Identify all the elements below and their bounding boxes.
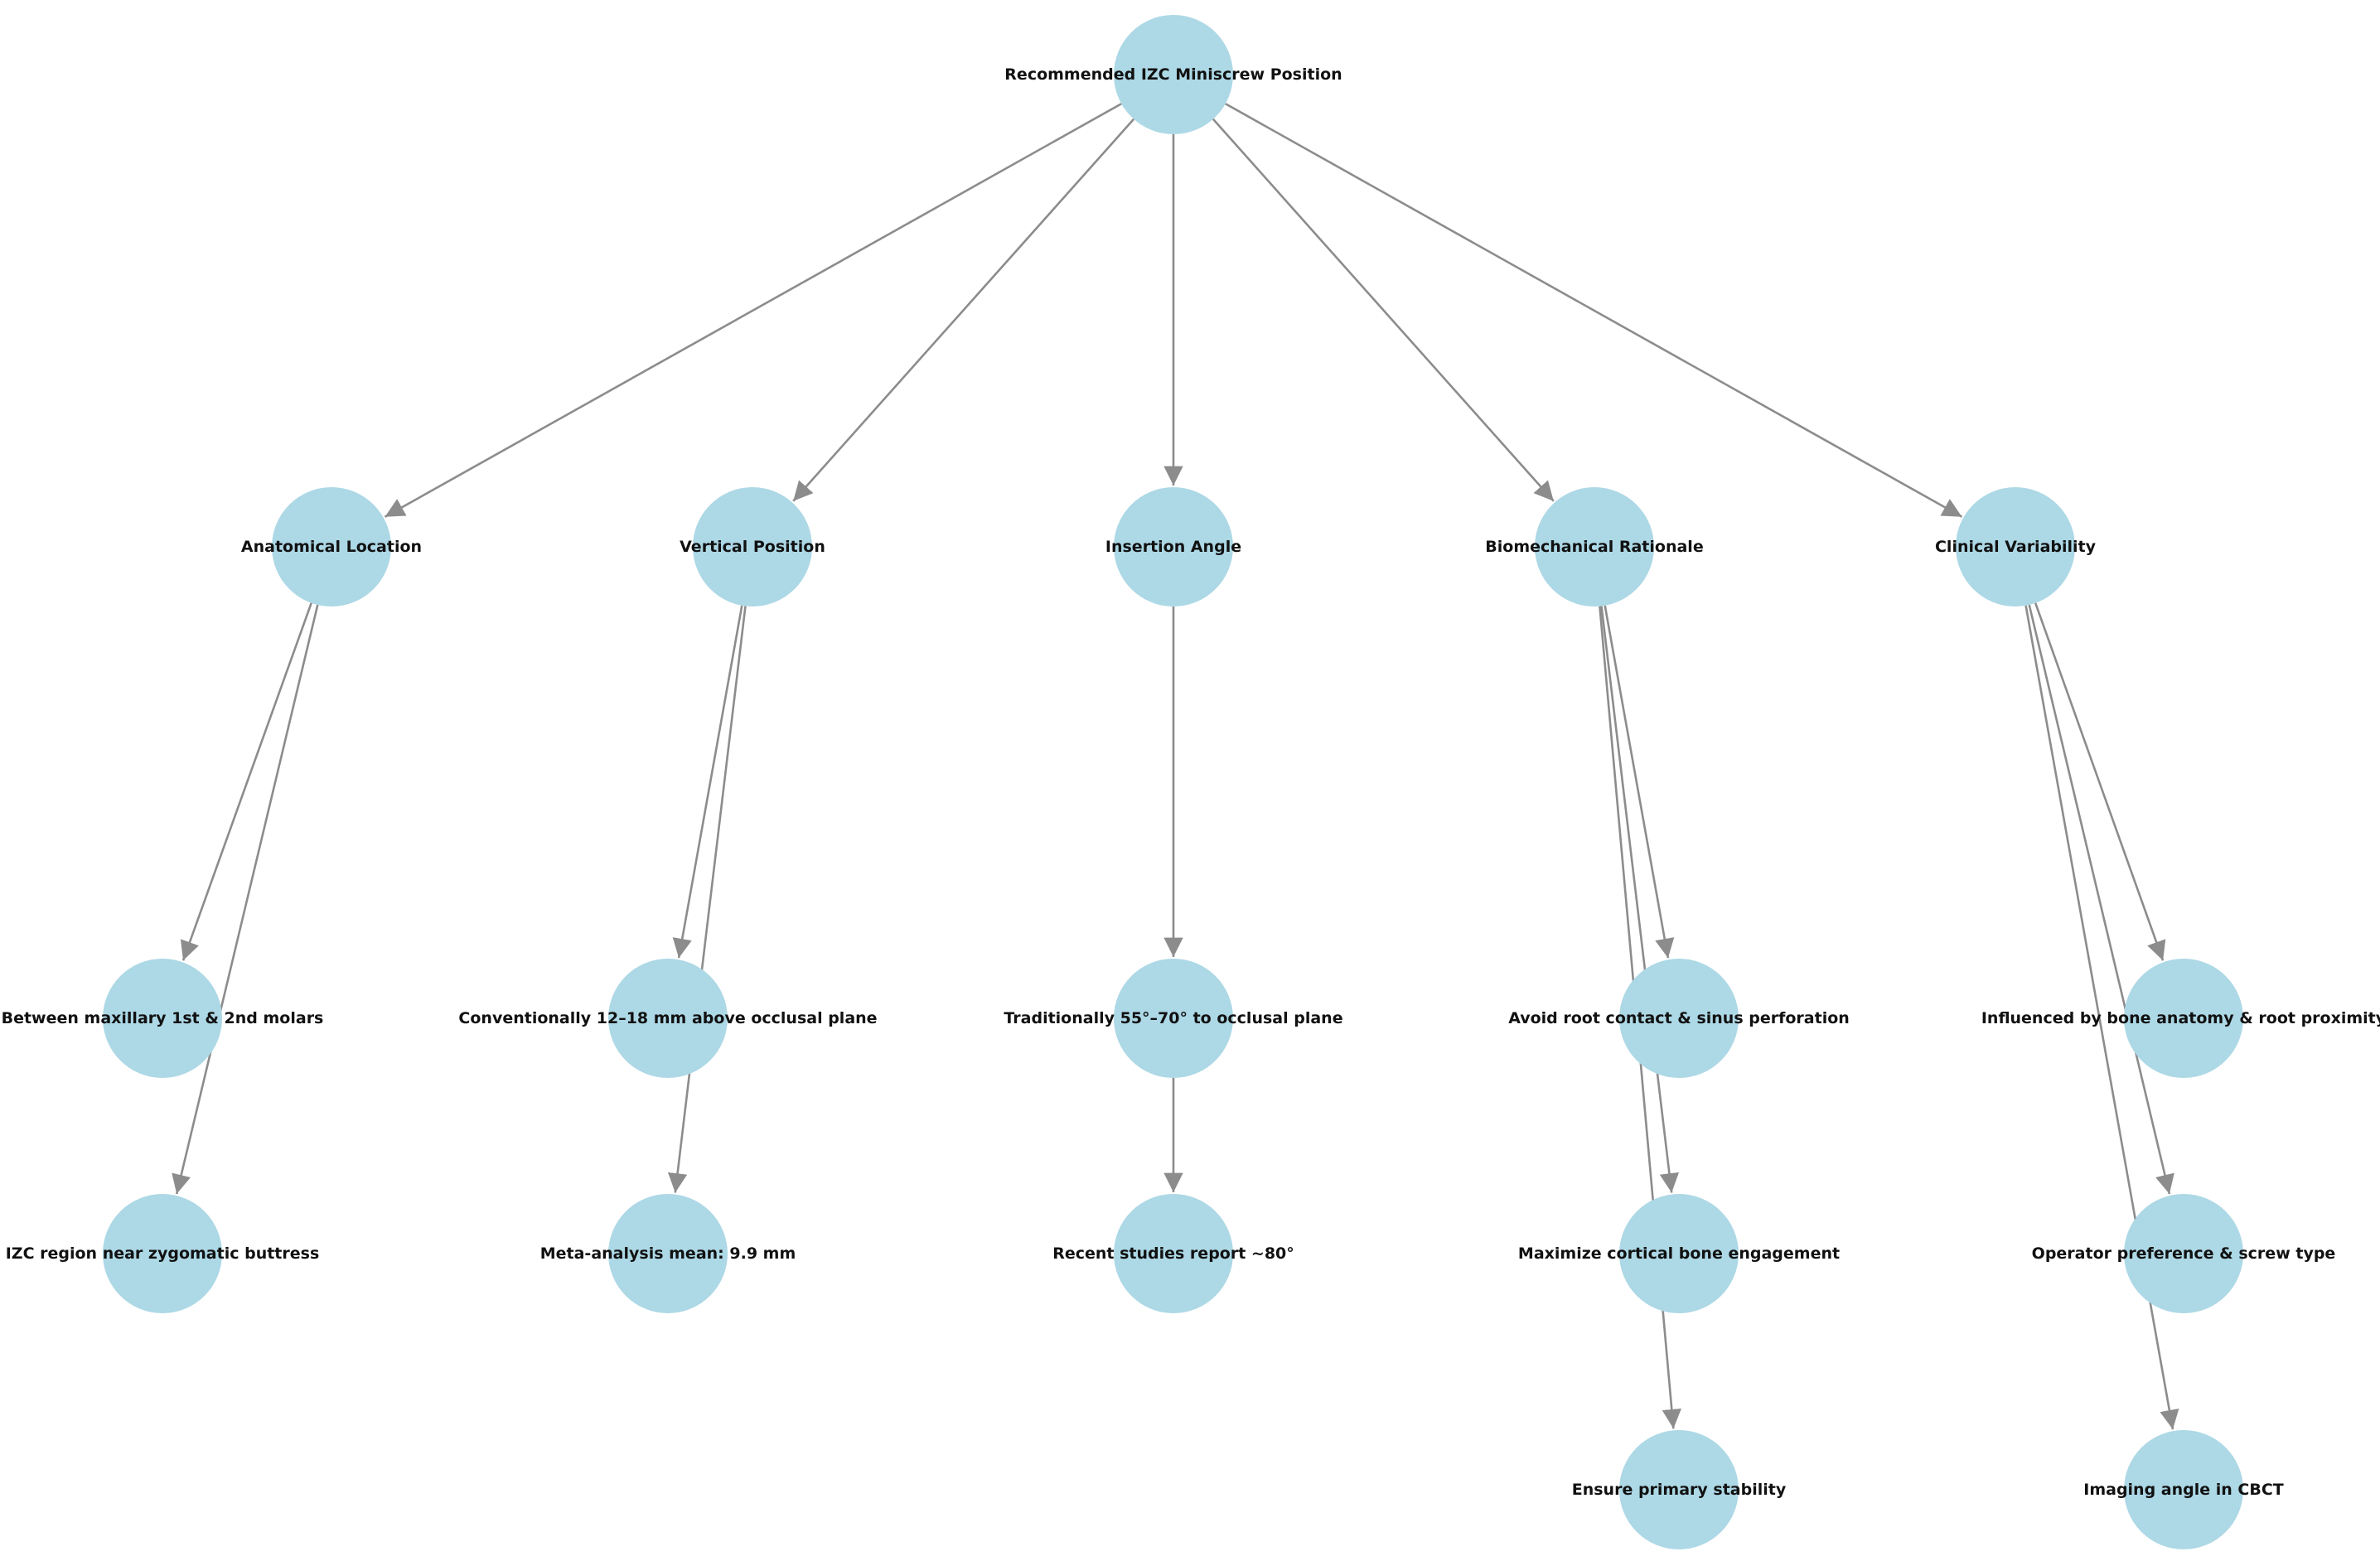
node-circle-anat bbox=[272, 487, 391, 607]
node-label-vert: Vertical Position bbox=[680, 538, 825, 556]
node-label-clin2: Operator preference & screw type bbox=[2032, 1244, 2336, 1263]
edge-anat-to-anat2 bbox=[172, 604, 319, 1195]
node-label-ins2: Recent studies report ~80° bbox=[1052, 1244, 1294, 1263]
node-circle-bio2 bbox=[1619, 1194, 1739, 1313]
edge-clin-to-clin1 bbox=[2034, 602, 2166, 961]
node-bio2: Maximize cortical bone engagement bbox=[1518, 1194, 1840, 1313]
node-circle-bio1 bbox=[1619, 959, 1739, 1078]
node-circle-root bbox=[1114, 15, 1233, 134]
node-label-vert1: Conventionally 12–18 mm above occlusal p… bbox=[458, 1009, 877, 1027]
node-circle-bio bbox=[1535, 487, 1654, 607]
node-circle-anat1 bbox=[103, 959, 222, 1078]
node-anat: Anatomical Location bbox=[241, 487, 422, 607]
node-circle-vert2 bbox=[608, 1194, 728, 1313]
nodes-layer: Recommended IZC Miniscrew PositionAnatom… bbox=[2, 15, 2380, 1549]
edge-vert-to-vert1 bbox=[672, 605, 743, 959]
node-label-anat2: IZC region near zygomatic buttress bbox=[6, 1244, 320, 1263]
node-anat1: Between maxillary 1st & 2nd molars bbox=[2, 959, 324, 1078]
node-label-bio: Biomechanical Rationale bbox=[1485, 538, 1703, 556]
node-circle-clin2 bbox=[2124, 1194, 2243, 1313]
node-vert: Vertical Position bbox=[680, 487, 825, 607]
node-clin: Clinical Variability bbox=[1935, 487, 2097, 607]
node-circle-vert bbox=[693, 487, 812, 607]
node-circle-ins1 bbox=[1114, 959, 1233, 1078]
edge-root-to-anat bbox=[384, 103, 1122, 518]
edge-anat-to-anat1 bbox=[180, 602, 312, 961]
node-vert2: Meta-analysis mean: 9.9 mm bbox=[540, 1194, 796, 1313]
node-circle-ins2 bbox=[1114, 1194, 1233, 1313]
edge-bio-to-bio1 bbox=[1604, 605, 1675, 959]
node-ins2: Recent studies report ~80° bbox=[1052, 1194, 1294, 1313]
node-label-bio2: Maximize cortical bone engagement bbox=[1518, 1244, 1840, 1263]
node-label-clin: Clinical Variability bbox=[1935, 538, 2097, 556]
node-circle-bio3 bbox=[1619, 1430, 1739, 1549]
node-ins1: Traditionally 55°–70° to occlusal plane bbox=[1004, 959, 1343, 1078]
node-bio1: Avoid root contact & sinus perforation bbox=[1508, 959, 1850, 1078]
node-vert1: Conventionally 12–18 mm above occlusal p… bbox=[458, 959, 878, 1078]
node-clin2: Operator preference & screw type bbox=[2032, 1194, 2336, 1313]
node-label-clin3: Imaging angle in CBCT bbox=[2083, 1481, 2284, 1499]
edge-root-to-bio bbox=[1212, 118, 1555, 502]
node-label-ins: Insertion Angle bbox=[1105, 538, 1241, 556]
node-label-anat1: Between maxillary 1st & 2nd molars bbox=[2, 1009, 324, 1027]
node-label-root: Recommended IZC Miniscrew Position bbox=[1004, 65, 1342, 84]
node-circle-clin bbox=[1956, 487, 2075, 607]
node-label-anat: Anatomical Location bbox=[241, 538, 422, 556]
node-circle-vert1 bbox=[608, 959, 728, 1078]
node-label-bio1: Avoid root contact & sinus perforation bbox=[1508, 1009, 1850, 1027]
node-bio3: Ensure primary stability bbox=[1572, 1430, 1787, 1549]
node-label-ins1: Traditionally 55°–70° to occlusal plane bbox=[1004, 1009, 1342, 1027]
node-clin1: Influenced by bone anatomy & root proxim… bbox=[1981, 959, 2380, 1078]
edge-root-to-vert bbox=[792, 118, 1135, 502]
edge-vert-to-vert2 bbox=[667, 606, 747, 1193]
node-anat2: IZC region near zygomatic buttress bbox=[6, 1194, 320, 1313]
node-bio: Biomechanical Rationale bbox=[1485, 487, 1704, 607]
edge-clin-to-clin2 bbox=[2028, 604, 2174, 1195]
node-label-vert2: Meta-analysis mean: 9.9 mm bbox=[540, 1244, 796, 1263]
node-clin3: Imaging angle in CBCT bbox=[2083, 1430, 2284, 1549]
node-circle-clin1 bbox=[2124, 959, 2243, 1078]
node-root: Recommended IZC Miniscrew Position bbox=[1004, 15, 1342, 134]
edge-root-to-clin bbox=[1225, 103, 1963, 518]
node-circle-clin3 bbox=[2124, 1430, 2243, 1549]
node-label-clin1: Influenced by bone anatomy & root proxim… bbox=[1981, 1009, 2380, 1027]
node-label-bio3: Ensure primary stability bbox=[1572, 1481, 1787, 1499]
node-circle-ins bbox=[1114, 487, 1233, 607]
node-ins: Insertion Angle bbox=[1105, 487, 1241, 607]
edge-bio-to-bio2 bbox=[1600, 606, 1680, 1193]
node-circle-anat2 bbox=[103, 1194, 222, 1313]
